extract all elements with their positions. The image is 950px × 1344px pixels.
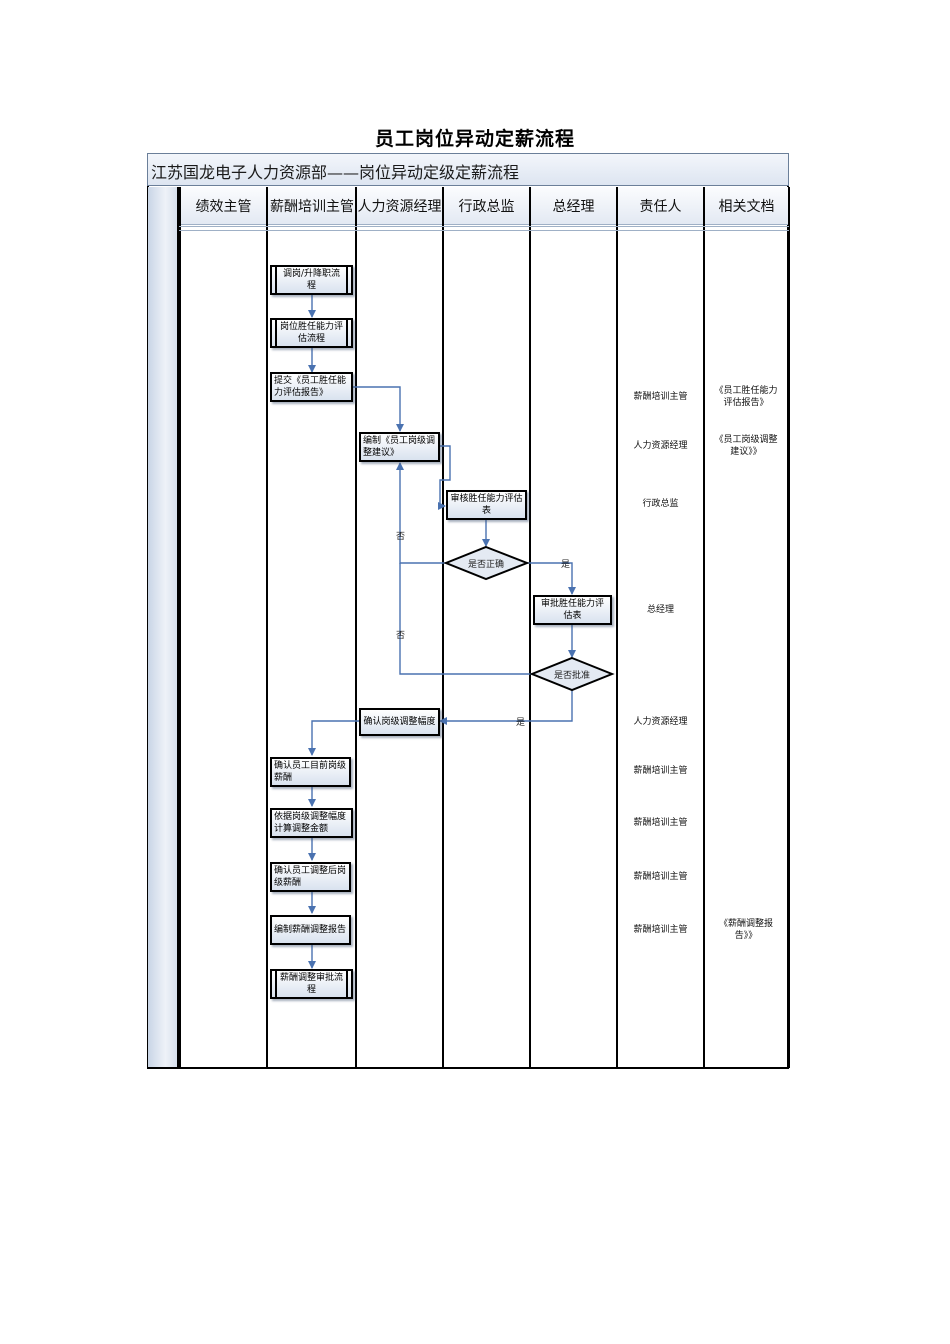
column-header-responsible: 责任人 xyxy=(618,187,703,225)
lane-divider xyxy=(355,187,357,1068)
decision-approve-shape xyxy=(529,656,615,692)
document-cell: 《员工岗级调整建议》》 xyxy=(714,435,778,457)
node-calculate-adjustment: 依据岗级调整幅度计算调整金额 xyxy=(270,808,353,838)
node-salary-approval-process: 薪酬调整审批流程 xyxy=(270,969,353,999)
node-confirm-new-salary: 确认员工调整后岗级薪酬 xyxy=(270,862,351,892)
responsible-cell: 薪酬培训主管 xyxy=(633,392,688,402)
column-header-general-manager: 总经理 xyxy=(531,187,616,225)
responsible-cell: 薪酬培训主管 xyxy=(633,766,688,776)
lane-divider xyxy=(788,187,790,1068)
edge-n4-n5 xyxy=(438,445,451,510)
responsible-cell: 薪酬培训主管 xyxy=(633,925,688,935)
edge-label-no-1: 否 xyxy=(396,532,406,542)
node-confirm-grade-range: 确认岗级调整幅度 xyxy=(359,708,440,736)
responsible-cell: 行政总监 xyxy=(642,499,679,509)
edge-d2-no xyxy=(399,563,532,675)
header-divider xyxy=(179,226,789,227)
edge-d2-yes xyxy=(439,690,573,725)
edge-label-no-2: 否 xyxy=(396,631,406,641)
lane-divider xyxy=(616,187,618,1068)
column-header-hr-manager: 人力资源经理 xyxy=(357,187,442,225)
edge-d1-no xyxy=(396,462,446,564)
header-divider xyxy=(179,230,789,231)
node-transfer-process: 调岗/升降职流程 xyxy=(270,265,353,295)
node-approve-assessment: 审批胜任能力评估表 xyxy=(533,595,612,625)
edge-label-yes-1: 是 xyxy=(561,560,571,570)
column-header-admin-director: 行政总监 xyxy=(444,187,529,225)
diagram-header xyxy=(147,153,789,186)
edge-n7-n8 xyxy=(308,720,359,756)
decision-correct-shape xyxy=(443,545,530,581)
diagram-title: 江苏国龙电子人力资源部——岗位异动定级定薪流程 xyxy=(151,163,520,182)
document-cell: 《薪酬调整报告》》 xyxy=(718,919,773,941)
document-cell: 《员工胜任能力评估报告》 xyxy=(714,386,778,408)
node-submit-report: 提交《员工胜任能力评估报告》 xyxy=(270,372,353,402)
responsible-cell: 人力资源经理 xyxy=(633,441,688,451)
left-strip xyxy=(148,187,179,1067)
column-header-performance: 绩效主管 xyxy=(181,187,266,225)
lane-divider xyxy=(442,187,444,1068)
node-confirm-current-salary: 确认员工目前岗级薪酬 xyxy=(270,757,351,787)
column-header-compensation: 薪酬培训主管 xyxy=(268,187,356,225)
column-header-documents: 相关文档 xyxy=(705,187,788,225)
node-compile-salary-report: 编制薪酬调整报告 xyxy=(270,915,351,945)
lane-divider xyxy=(179,187,181,1068)
node-compile-suggestion: 编制《员工岗级调整建议》 xyxy=(359,432,440,462)
node-competency-assessment-process: 岗位胜任能力评估流程 xyxy=(270,318,353,348)
responsible-cell: 薪酬培训主管 xyxy=(633,818,688,828)
lane-divider xyxy=(703,187,705,1068)
decision-correct-label: 是否正确 xyxy=(467,560,504,570)
node-review-assessment: 审核胜任能力评估表 xyxy=(446,490,527,520)
lane-divider xyxy=(266,187,268,1068)
responsible-cell: 人力资源经理 xyxy=(633,717,688,727)
edge-d1-yes xyxy=(527,562,576,595)
responsible-cell: 总经理 xyxy=(646,605,674,615)
edge-label-yes-2: 是 xyxy=(516,718,526,728)
edge-n3-n4 xyxy=(352,386,404,432)
responsible-cell: 薪酬培训主管 xyxy=(633,872,688,882)
page-title: 员工岗位异动定薪流程 xyxy=(374,128,575,150)
decision-approve-label: 是否批准 xyxy=(553,671,590,681)
lane-divider xyxy=(529,187,531,1068)
